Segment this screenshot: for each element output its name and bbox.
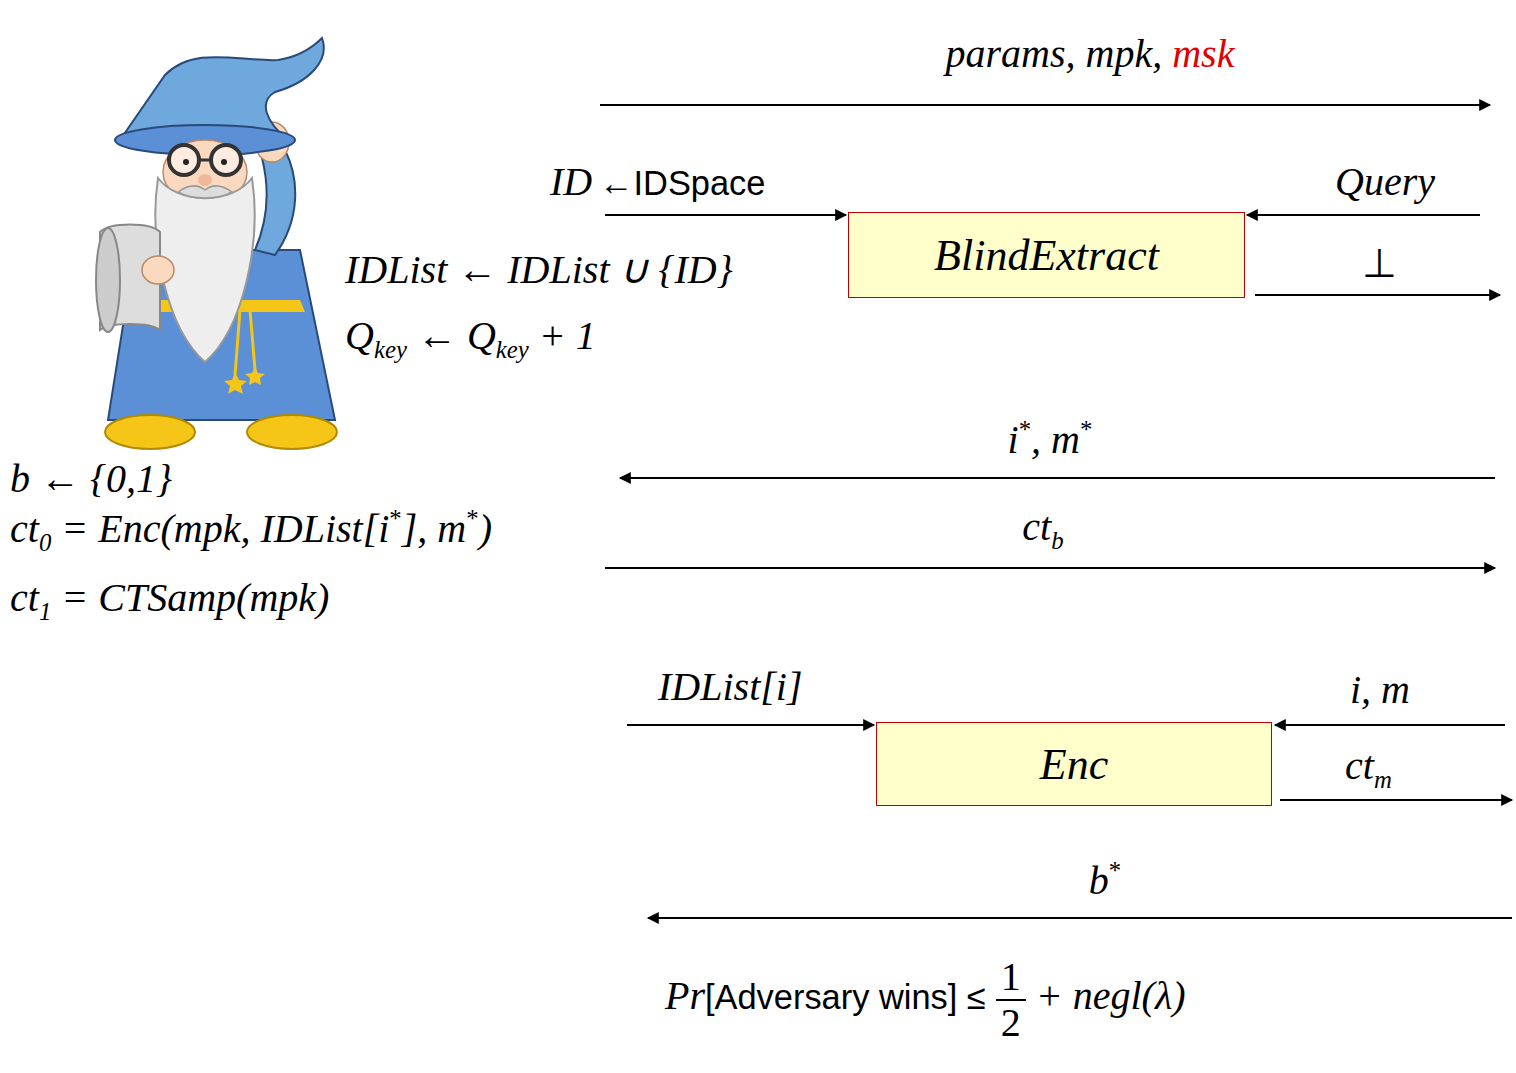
formula-line: Query bbox=[1335, 158, 1435, 206]
formula-line: ct1 = CTSamp(mpk) bbox=[10, 574, 329, 626]
formula-line: b* bbox=[1089, 856, 1121, 905]
math-text: ct bbox=[1345, 743, 1374, 788]
math-text: , m bbox=[1031, 417, 1080, 462]
math-text: = CTSamp(mpk) bbox=[61, 575, 329, 620]
input-arrow bbox=[627, 724, 874, 726]
math-text: Query bbox=[1335, 159, 1435, 204]
message-arrows bbox=[600, 105, 1512, 918]
subscript: 0 bbox=[39, 529, 51, 556]
fraction: 12 bbox=[996, 955, 1026, 1045]
formula-line: ID←IDSpace bbox=[550, 158, 765, 206]
math-text: ct bbox=[10, 506, 39, 551]
algorithm-box: Enc bbox=[876, 722, 1272, 806]
math-text: ) bbox=[479, 506, 492, 551]
math-text: b bbox=[1089, 858, 1109, 903]
formula-line: Qkey← Qkey+ 1 bbox=[345, 312, 596, 364]
plain-text: [Adversary wins] ≤ bbox=[705, 978, 986, 1016]
superscript: * bbox=[1019, 416, 1031, 443]
subscript: key bbox=[496, 336, 529, 363]
math-text: IDList[i] bbox=[658, 664, 803, 709]
algorithm-box: BlindExtract bbox=[848, 212, 1245, 298]
superscript: * bbox=[1080, 416, 1092, 443]
formula-line: ctm bbox=[1345, 742, 1392, 794]
output-arrow bbox=[1255, 294, 1500, 296]
math-text: ct bbox=[1022, 504, 1051, 549]
math-text: b ← {0,1} bbox=[10, 456, 172, 501]
input-arrow bbox=[1275, 724, 1505, 726]
formula-line: IDList[i] bbox=[658, 663, 803, 711]
input-arrow bbox=[1247, 214, 1480, 216]
math-text: + 1 bbox=[539, 313, 596, 358]
superscript: * bbox=[389, 505, 401, 532]
math-text: + negl(λ) bbox=[1036, 973, 1186, 1018]
math-text: ct bbox=[10, 575, 39, 620]
formula-line: i, m bbox=[1350, 666, 1410, 714]
message-arrow bbox=[605, 567, 1495, 569]
numerator: 1 bbox=[996, 955, 1026, 1001]
formula-line: ctb bbox=[1022, 503, 1063, 555]
math-text: i bbox=[1008, 417, 1019, 462]
algorithm-name: BlindExtract bbox=[934, 230, 1159, 281]
math-text: params, mpk, bbox=[946, 31, 1163, 76]
math-text: ], m bbox=[402, 506, 466, 551]
superscript: * bbox=[1109, 857, 1121, 884]
formula-line: Pr[Adversary wins] ≤ 12+ negl(λ) bbox=[665, 955, 1186, 1045]
plain-text: ←IDSpace bbox=[599, 164, 765, 202]
message-arrow bbox=[620, 477, 1495, 479]
math-text: i, m bbox=[1350, 667, 1410, 712]
math-text: ← Q bbox=[417, 313, 496, 358]
math-text: IDList ← IDList ∪ {ID} bbox=[345, 247, 733, 292]
message-arrow bbox=[600, 104, 1490, 106]
math-symbol: ⊥ bbox=[1362, 241, 1397, 286]
formula-line: i*, m* bbox=[1008, 415, 1093, 464]
subscript: key bbox=[374, 336, 407, 363]
superscript: * bbox=[466, 505, 478, 532]
message-arrow bbox=[648, 917, 1512, 919]
wizard-illustration bbox=[96, 38, 337, 449]
subscript: b bbox=[1051, 527, 1063, 554]
formula-line: ⊥ bbox=[1362, 240, 1397, 288]
math-text: Q bbox=[345, 313, 374, 358]
algorithm-name: Enc bbox=[1040, 739, 1108, 790]
formula-line: b ← {0,1} bbox=[10, 455, 172, 503]
subscript: m bbox=[1374, 766, 1392, 793]
math-text: = Enc(mpk, IDList[i bbox=[61, 506, 389, 551]
output-arrow bbox=[1280, 799, 1512, 801]
secret-key-text: msk bbox=[1172, 31, 1234, 76]
input-arrow bbox=[605, 214, 846, 216]
formula-line: IDList ← IDList ∪ {ID} bbox=[345, 246, 733, 294]
formula-line: params, mpk,msk bbox=[946, 30, 1235, 78]
math-text: Pr bbox=[665, 973, 705, 1018]
denominator: 2 bbox=[996, 1001, 1026, 1045]
subscript: 1 bbox=[39, 598, 51, 625]
math-text: ID bbox=[550, 159, 592, 204]
formula-line: ct0= Enc(mpk, IDList[i*], m*) bbox=[10, 504, 492, 557]
